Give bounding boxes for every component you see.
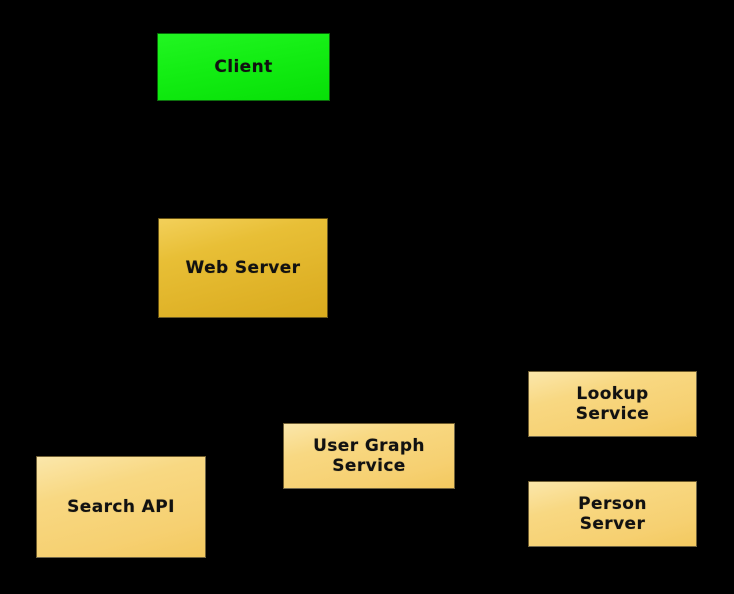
node-person-server-label: Person Server [578,493,647,534]
node-search-api-label: Search API [67,496,175,517]
node-lookup-service[interactable]: Lookup Service [528,371,697,437]
node-web-server-label: Web Server [185,257,301,278]
node-client-label: Client [214,56,273,77]
node-web-server[interactable]: Web Server [158,218,328,318]
node-lookup-service-label: Lookup Service [575,383,650,424]
edge-usergraph-lookup [454,409,529,444]
edge-webserver-usergraph [289,317,370,424]
node-user-graph-service[interactable]: User Graph Service [283,423,455,489]
node-person-server[interactable]: Person Server [528,481,697,547]
node-client[interactable]: Client [157,33,330,101]
node-user-graph-service-label: User Graph Service [313,435,425,476]
edge-webserver-searchapi [120,317,201,457]
edge-usergraph-person [454,469,529,506]
node-search-api[interactable]: Search API [36,456,206,558]
